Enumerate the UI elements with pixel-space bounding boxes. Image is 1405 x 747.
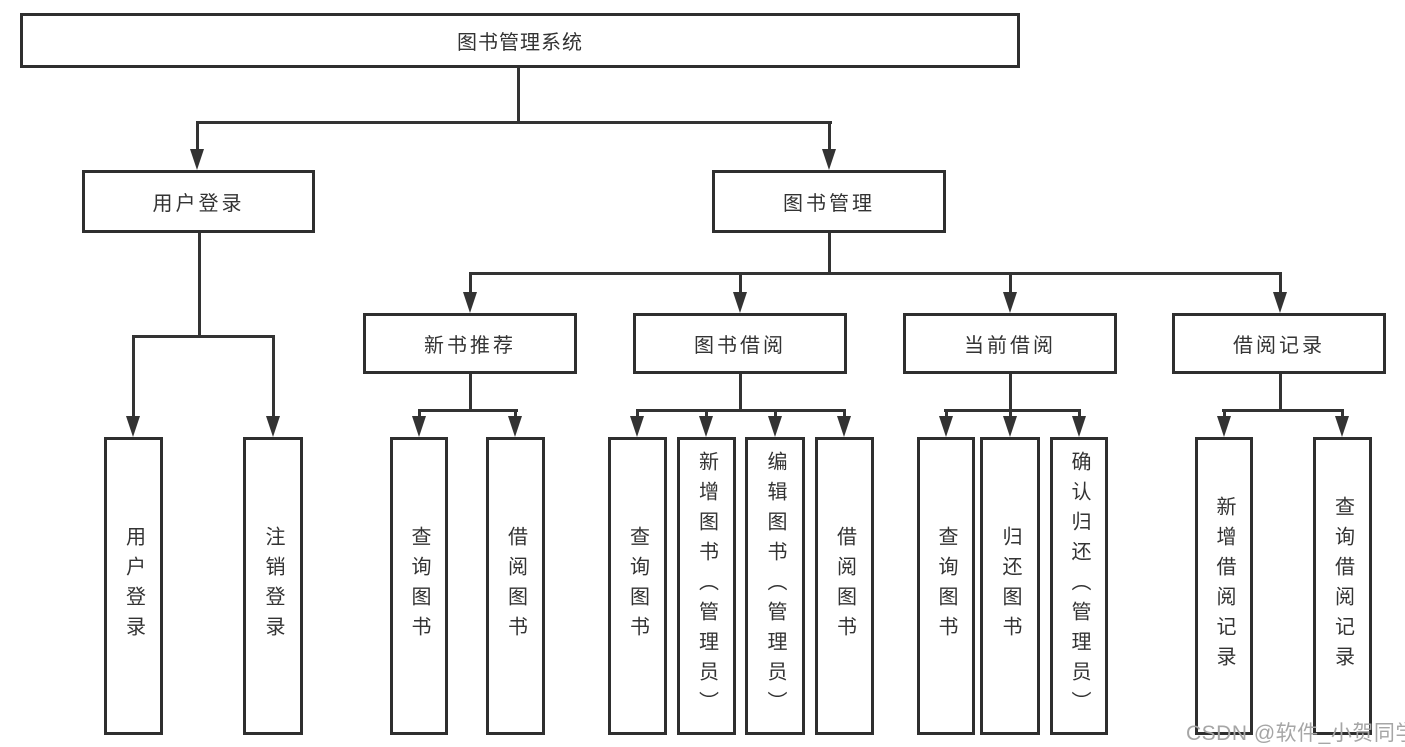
connector-to-borrow-borrow bbox=[843, 409, 846, 421]
leaf-logout-label: 注销登录 bbox=[262, 526, 284, 646]
leaf-record-query-label: 查询借阅记录 bbox=[1331, 496, 1354, 676]
node-book-borrow: 图书借阅 bbox=[633, 313, 847, 374]
connector-user-login-crossbar bbox=[132, 335, 275, 338]
arrowhead-leaf-user-login bbox=[126, 416, 140, 437]
arrowhead-current-borrow bbox=[1003, 292, 1017, 313]
arrowhead-record-query bbox=[1335, 416, 1349, 437]
arrowhead-current-return bbox=[1003, 416, 1017, 437]
arrowhead-new-book-recommend bbox=[463, 292, 477, 313]
node-new-book-recommend: 新书推荐 bbox=[363, 313, 577, 374]
node-user-login: 用户登录 bbox=[82, 170, 315, 233]
leaf-borrow-borrow-book-label: 借阅图书 bbox=[833, 526, 856, 646]
arrowhead-recommend-query bbox=[412, 416, 426, 437]
connector-to-recommend-borrow bbox=[514, 409, 517, 421]
leaf-borrow-edit-book-admin-label: 编辑图书（管理员） bbox=[764, 451, 786, 721]
connector-user-login-stem bbox=[198, 233, 201, 338]
connector-to-new-book-recommend bbox=[469, 272, 472, 296]
connector-book-management-stem bbox=[828, 233, 831, 275]
connector-record-stem bbox=[1279, 374, 1282, 412]
leaf-current-return-book: 归还图书 bbox=[980, 437, 1040, 735]
connector-to-current-query bbox=[945, 409, 948, 421]
node-book-management: 图书管理 bbox=[712, 170, 946, 233]
leaf-current-confirm-return-admin-label: 确认归还（管理员） bbox=[1068, 451, 1090, 721]
leaf-borrow-borrow-book: 借阅图书 bbox=[815, 437, 874, 735]
connector-current-crossbar bbox=[944, 409, 1081, 412]
connector-to-record-query bbox=[1341, 409, 1344, 421]
connector-to-borrow-edit bbox=[774, 409, 777, 421]
node-borrow-record-label: 借阅记录 bbox=[1233, 335, 1325, 357]
connector-recommend-stem bbox=[469, 374, 472, 412]
arrowhead-leaf-logout bbox=[266, 416, 280, 437]
leaf-borrow-query-book: 查询图书 bbox=[608, 437, 667, 735]
leaf-borrow-edit-book-admin: 编辑图书（管理员） bbox=[745, 437, 805, 735]
node-user-login-label: 用户登录 bbox=[152, 193, 245, 215]
leaf-borrow-query-book-label: 查询图书 bbox=[626, 526, 649, 646]
connector-to-leaf-logout bbox=[272, 335, 275, 420]
leaf-logout: 注销登录 bbox=[243, 437, 303, 735]
connector-root-to-book-management bbox=[828, 121, 831, 153]
arrowhead-borrow-record bbox=[1273, 292, 1287, 313]
connector-recommend-crossbar bbox=[418, 409, 518, 412]
arrowhead-current-query bbox=[939, 416, 953, 437]
connector-to-borrow-record bbox=[1279, 272, 1282, 296]
connector-record-crossbar bbox=[1222, 409, 1344, 412]
leaf-user-login: 用户登录 bbox=[104, 437, 163, 735]
arrowhead-current-confirm bbox=[1072, 416, 1086, 437]
connector-root-stem bbox=[517, 68, 520, 123]
leaf-recommend-query-book: 查询图书 bbox=[390, 437, 448, 735]
leaf-current-query-book: 查询图书 bbox=[917, 437, 975, 735]
arrowhead-recommend-borrow bbox=[508, 416, 522, 437]
connector-to-book-borrow bbox=[739, 272, 742, 296]
leaf-borrow-add-book-admin-label: 新增图书（管理员） bbox=[695, 451, 718, 721]
node-borrow-record: 借阅记录 bbox=[1172, 313, 1386, 374]
arrowhead-book-borrow bbox=[733, 292, 747, 313]
node-book-borrow-label: 图书借阅 bbox=[694, 335, 786, 357]
node-root-label: 图书管理系统 bbox=[457, 32, 583, 54]
arrowhead-borrow-borrow bbox=[837, 416, 851, 437]
node-book-management-label: 图书管理 bbox=[783, 193, 875, 215]
connector-to-current-borrow bbox=[1009, 272, 1012, 296]
leaf-record-add: 新增借阅记录 bbox=[1195, 437, 1253, 735]
leaf-recommend-query-book-label: 查询图书 bbox=[408, 526, 430, 646]
connector-root-to-user-login bbox=[196, 121, 199, 153]
connector-borrow-stem bbox=[739, 374, 742, 412]
connector-book-management-crossbar bbox=[469, 272, 1282, 275]
leaf-record-query: 查询借阅记录 bbox=[1313, 437, 1372, 735]
leaf-recommend-borrow-book: 借阅图书 bbox=[486, 437, 545, 735]
leaf-borrow-add-book-admin: 新增图书（管理员） bbox=[677, 437, 736, 735]
arrowhead-borrow-query bbox=[630, 416, 644, 437]
csdn-watermark: CSDN @软件_小贺同学 bbox=[1186, 722, 1405, 745]
connector-to-borrow-add bbox=[705, 409, 708, 421]
node-new-book-recommend-label: 新书推荐 bbox=[424, 335, 516, 357]
leaf-record-add-label: 新增借阅记录 bbox=[1213, 496, 1235, 676]
node-current-borrow-label: 当前借阅 bbox=[964, 335, 1056, 357]
arrowhead-user-login bbox=[190, 149, 204, 170]
connector-to-current-return bbox=[1009, 409, 1012, 421]
node-root: 图书管理系统 bbox=[20, 13, 1020, 68]
arrowhead-borrow-add bbox=[699, 416, 713, 437]
connector-to-current-confirm bbox=[1078, 409, 1081, 421]
arrowhead-record-add bbox=[1217, 416, 1231, 437]
connector-to-borrow-query bbox=[636, 409, 639, 421]
node-current-borrow: 当前借阅 bbox=[903, 313, 1117, 374]
connector-to-recommend-query bbox=[418, 409, 421, 421]
connector-borrow-crossbar bbox=[636, 409, 846, 412]
connector-current-stem bbox=[1009, 374, 1012, 412]
leaf-recommend-borrow-book-label: 借阅图书 bbox=[504, 526, 527, 646]
connector-to-leaf-user-login bbox=[132, 335, 135, 420]
leaf-current-query-book-label: 查询图书 bbox=[935, 526, 957, 646]
connector-to-record-add bbox=[1223, 409, 1226, 421]
arrowhead-borrow-edit bbox=[768, 416, 782, 437]
arrowhead-book-management bbox=[822, 149, 836, 170]
leaf-user-login-label: 用户登录 bbox=[122, 526, 145, 646]
leaf-current-return-book-label: 归还图书 bbox=[999, 526, 1021, 646]
connector-root-crossbar bbox=[196, 121, 832, 124]
leaf-current-confirm-return-admin: 确认归还（管理员） bbox=[1050, 437, 1108, 735]
